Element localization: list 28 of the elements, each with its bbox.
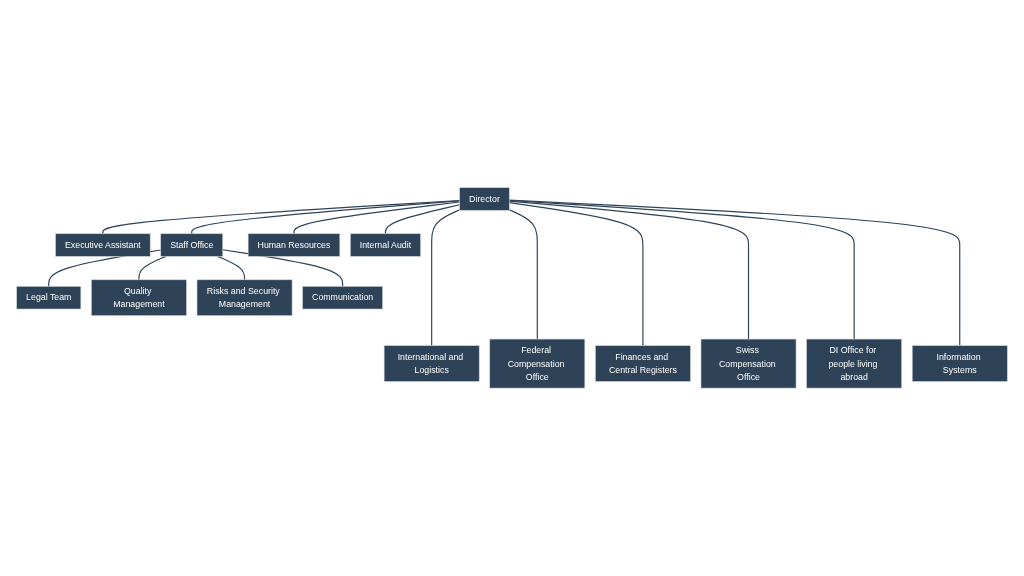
node-box [91, 279, 187, 316]
node-box [16, 286, 82, 310]
connector [508, 200, 750, 340]
connector [508, 202, 644, 347]
node-box [350, 233, 421, 257]
org-chart: Director Executive Assistant Staff Office Human Resources Internal Audit Legal Team Quality Management Risks and Security Management Communication International and Logistics Federal Compensation Office Finances and Central Registers Swiss Compensation Office DI Office for people living abroad Information Systems [12, 183, 1012, 393]
node-box [700, 338, 797, 389]
node-box [595, 345, 691, 382]
connector [508, 199, 961, 347]
connector [508, 209, 538, 340]
node-box [911, 345, 1008, 382]
node-box [489, 338, 586, 389]
node-box [196, 279, 293, 316]
node-box [55, 233, 151, 257]
connector [102, 200, 461, 235]
connector [293, 201, 461, 235]
node-box [459, 187, 510, 211]
connector [217, 255, 246, 281]
connector [191, 200, 461, 235]
node-box [247, 233, 341, 257]
node-box [302, 286, 383, 310]
connector [138, 255, 167, 281]
node-box [806, 338, 902, 389]
node-box [383, 345, 480, 382]
connector [508, 200, 855, 340]
connector [384, 204, 461, 235]
connector [431, 209, 461, 347]
node-box [160, 233, 224, 257]
